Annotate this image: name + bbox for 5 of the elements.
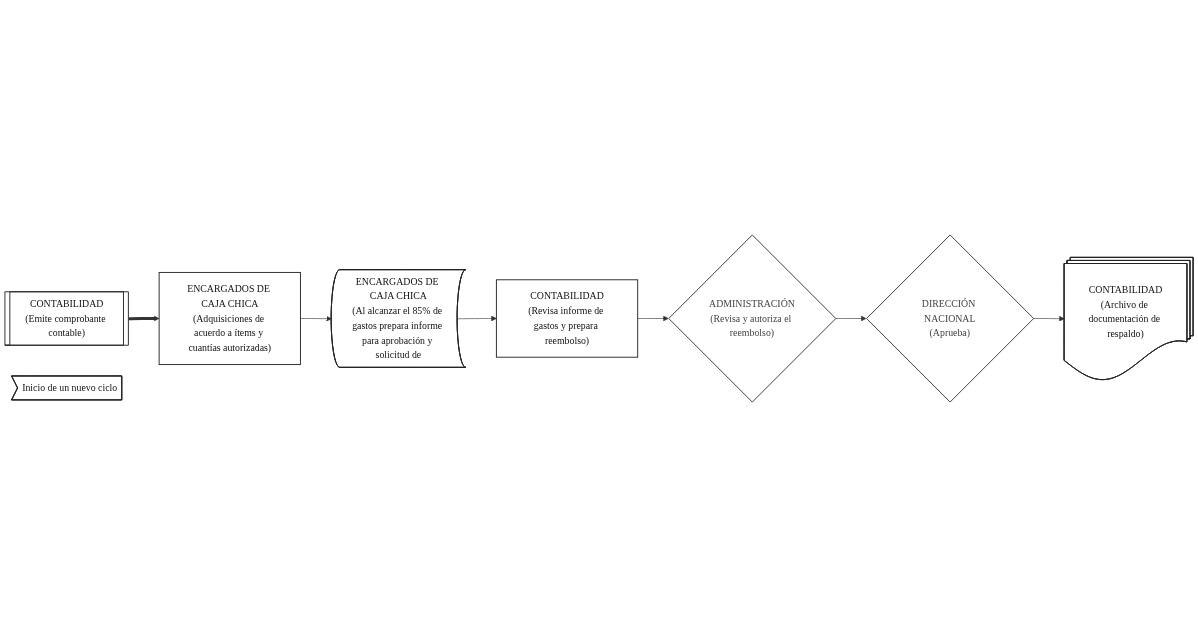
node-box: ENCARGADOS DE CAJA CHICA (Adquisiciones de acuerdo a ítems y cuantías autorizadas) — [158, 271, 301, 366]
arrow — [128, 315, 160, 322]
node-box: CONTABILIDAD (Revisa informe de gastos y prepara reembolso) — [495, 279, 639, 358]
node-diamond: DIRECCIÓN NACIONAL (Aprueba) — [866, 234, 1035, 403]
node-diamond: ADMINISTRACIÓN (Revisa y autoriza el reembolso) — [668, 234, 837, 403]
